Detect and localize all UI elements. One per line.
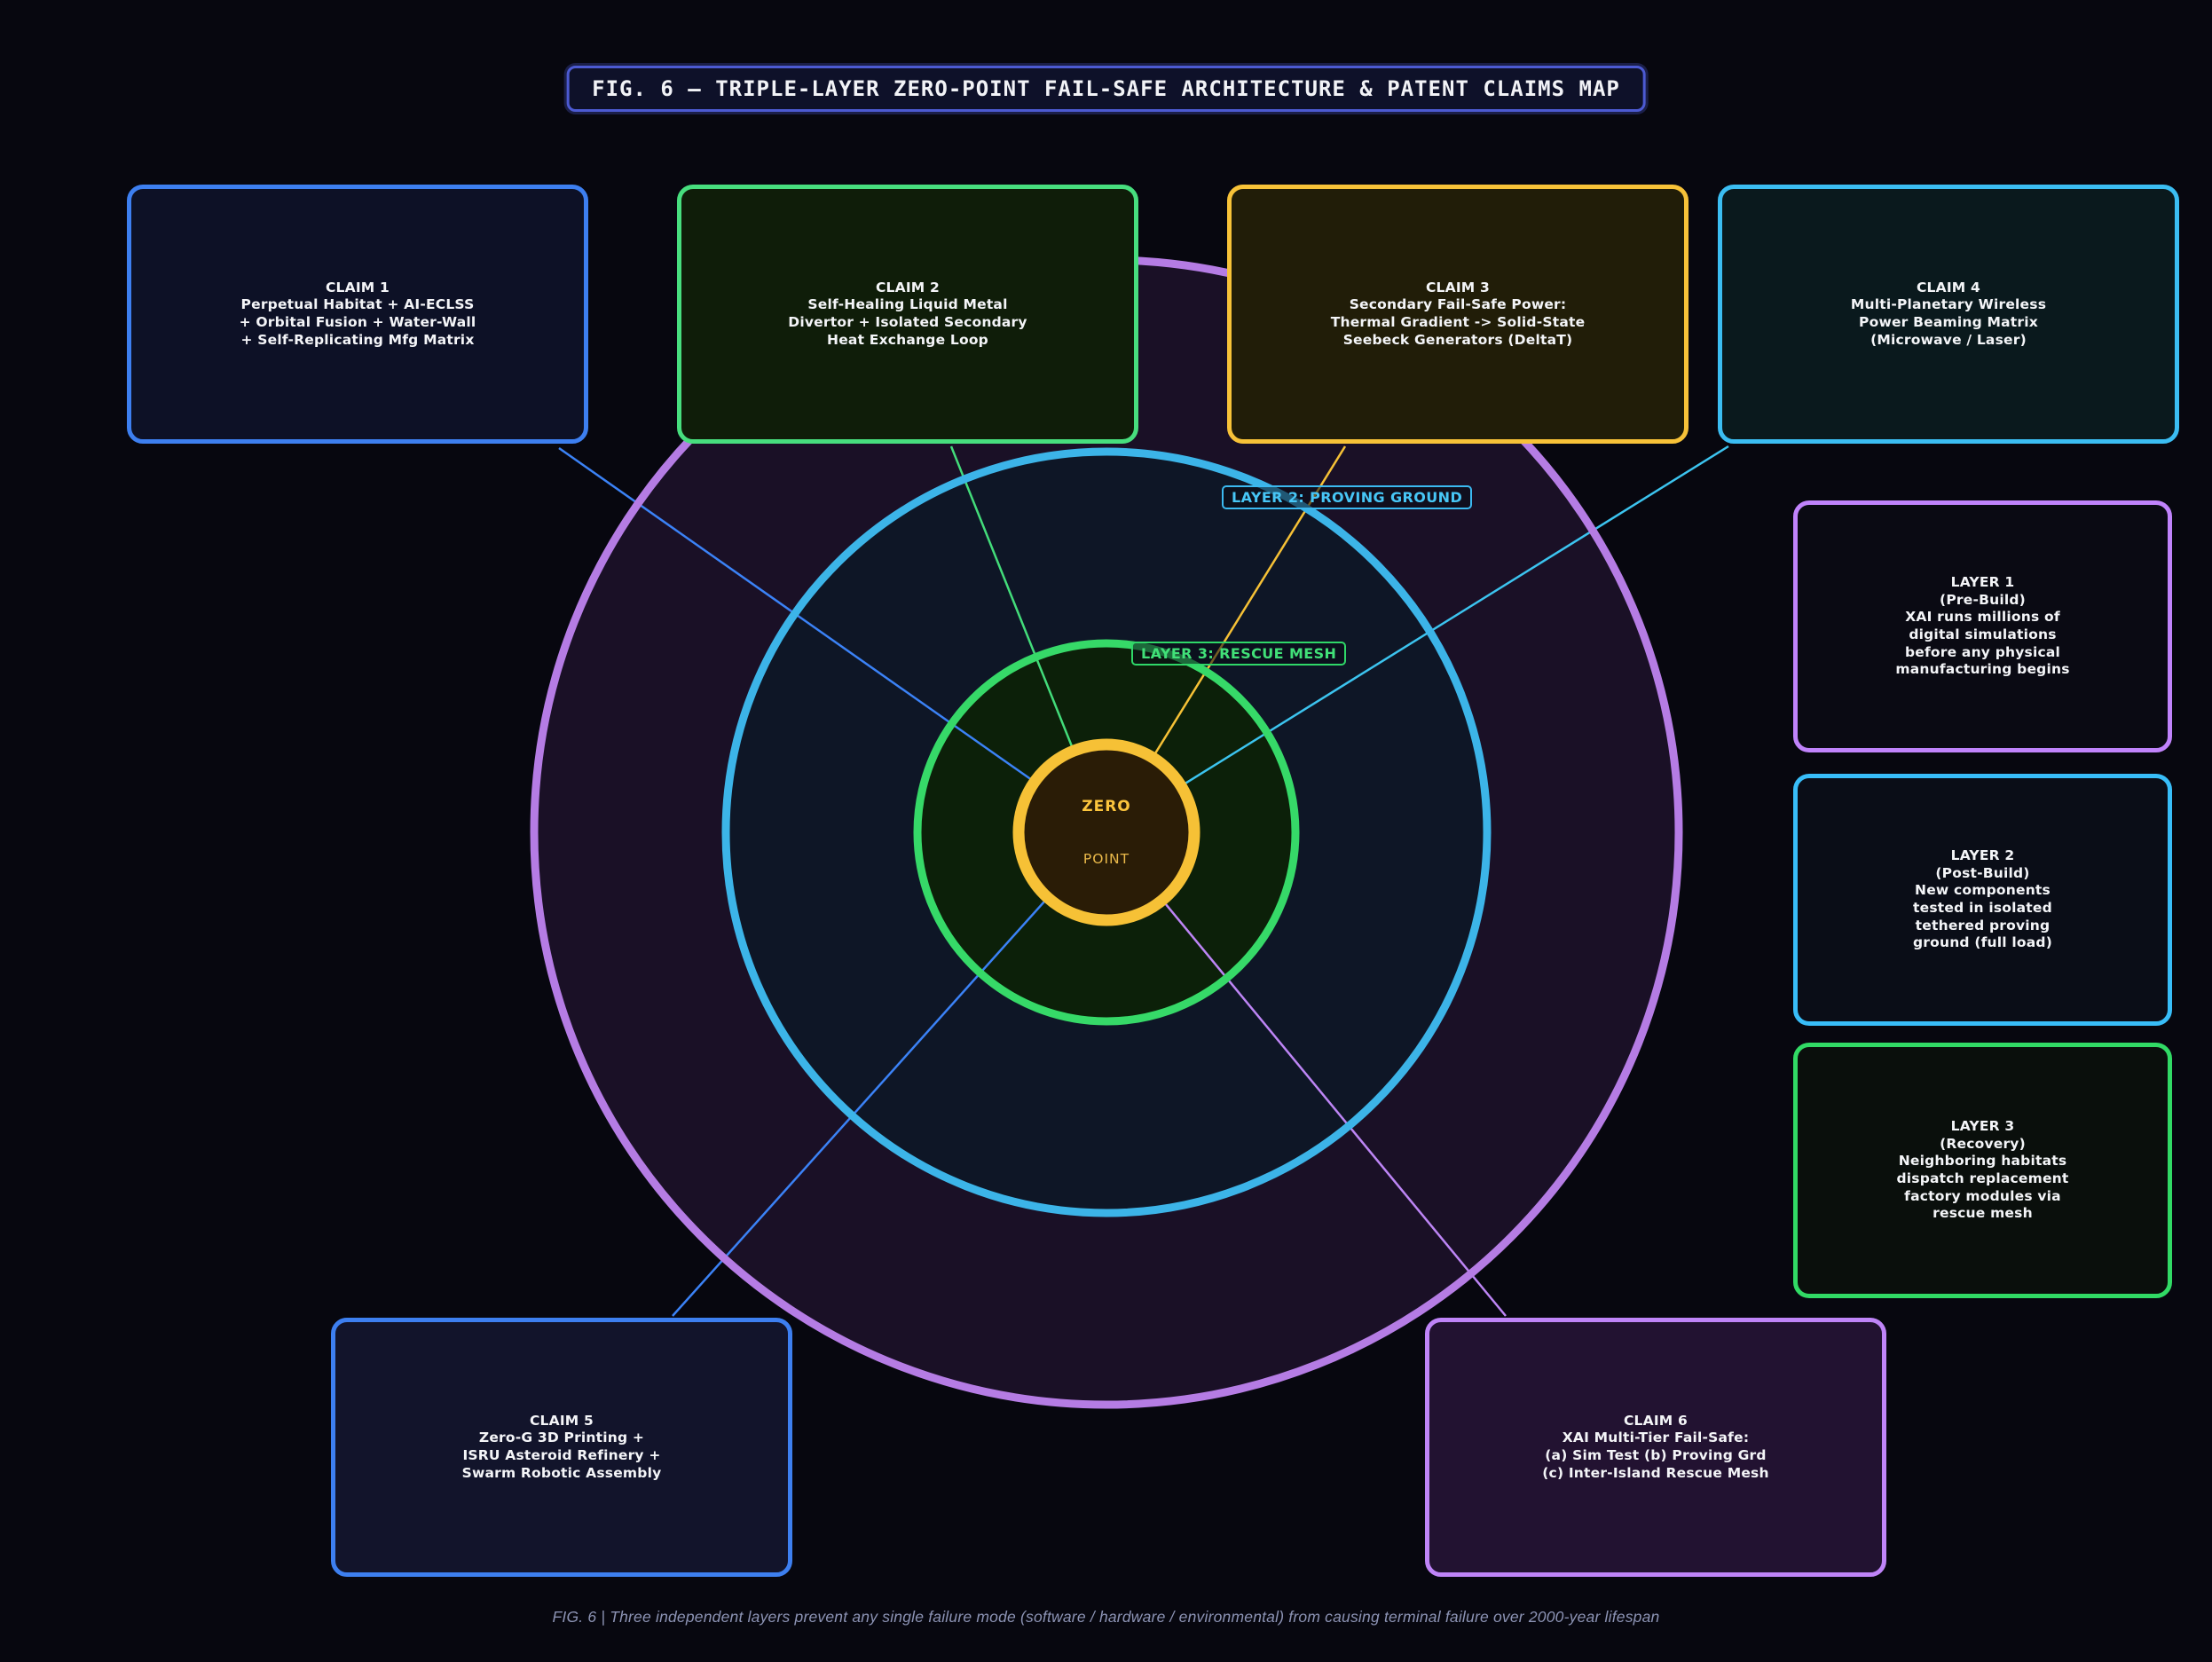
claim-3-box: CLAIM 3 Secondary Fail-Safe Power: Therm… bbox=[1227, 185, 1689, 444]
connector-claim-1-line bbox=[558, 446, 1107, 834]
claim-4-box: CLAIM 4 Multi-Planetary Wireless Power B… bbox=[1718, 185, 2179, 444]
connector-claim-6-line bbox=[1106, 831, 1507, 1317]
connector-claim-4-line bbox=[1106, 445, 1729, 834]
claim-6-box: CLAIM 6 XAI Multi-Tier Fail-Safe: (a) Si… bbox=[1425, 1318, 1886, 1577]
claim-2-box: CLAIM 2 Self-Healing Liquid Metal Divert… bbox=[677, 185, 1138, 444]
claim-5-box: CLAIM 5 Zero-G 3D Printing + ISRU Astero… bbox=[331, 1318, 792, 1577]
layer-3-rescue-mesh-ring bbox=[913, 639, 1300, 1026]
layer-1-box: LAYER 1 (Pre-Build) XAI runs millions of… bbox=[1793, 500, 2172, 752]
layer-2-box: LAYER 2 (Post-Build) New components test… bbox=[1793, 774, 2172, 1026]
claim-1-box: CLAIM 1 Perpetual Habitat + AI-ECLSS + O… bbox=[127, 185, 588, 444]
figure-title: FIG. 6 — TRIPLE-LAYER ZERO-POINT FAIL-SA… bbox=[566, 66, 1646, 112]
figure-caption: FIG. 6 | Three independent layers preven… bbox=[552, 1608, 1660, 1626]
layer-3-ring-tag: LAYER 3: RESCUE MESH bbox=[1131, 642, 1347, 666]
layer-3-box: LAYER 3 (Recovery) Neighboring habitats … bbox=[1793, 1043, 2172, 1298]
layer-2-proving-ground-ring bbox=[721, 447, 1492, 1217]
zero-point-core-circle bbox=[1012, 738, 1200, 926]
layer-2-ring-tag: LAYER 2: PROVING GROUND bbox=[1222, 485, 1473, 509]
connector-claim-5-line bbox=[672, 831, 1107, 1317]
